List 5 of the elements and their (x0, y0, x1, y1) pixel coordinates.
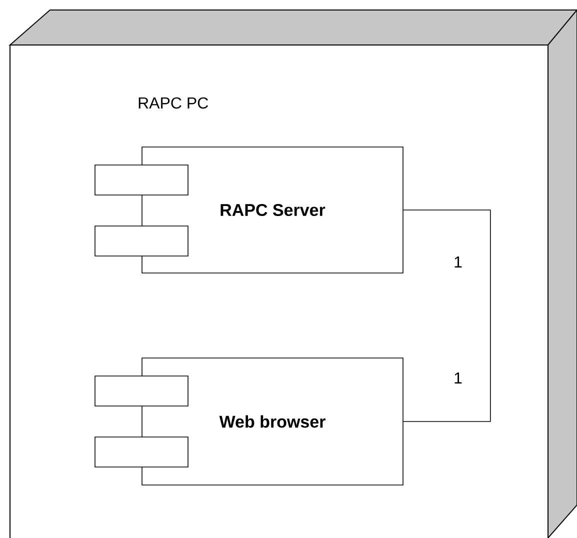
connector-line (403, 210, 491, 422)
component-box: RAPC Server (94, 146, 404, 274)
component-box: Web browser (94, 358, 404, 486)
multiplicity-label: 1 (454, 372, 462, 384)
multiplicity-label: 1 (454, 256, 462, 268)
